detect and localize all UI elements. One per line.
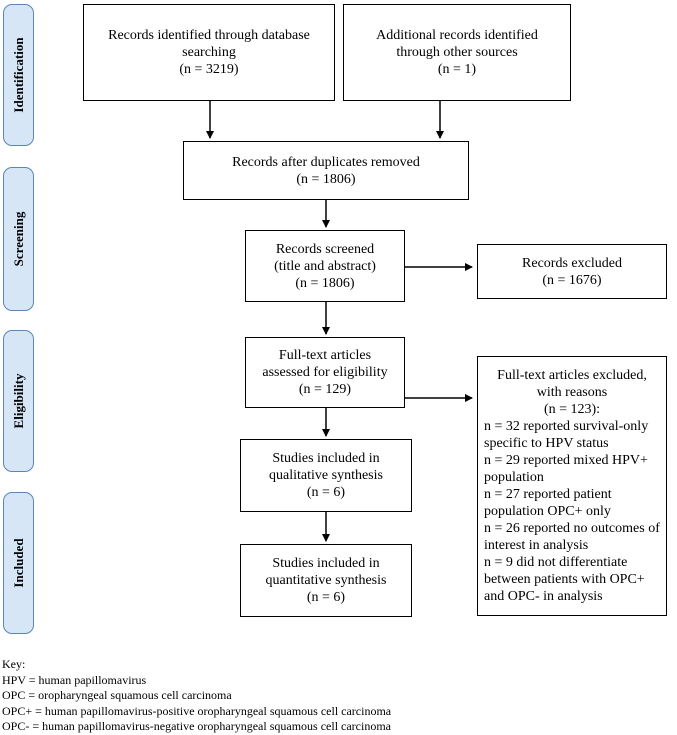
box-line: (title and abstract): [274, 258, 376, 274]
box-line: (n = 6): [306, 485, 346, 500]
reason-line: n = 32 reported survival-only: [484, 419, 649, 434]
reason-line: n = 9 did not differentiate: [484, 555, 628, 570]
box-line: Records identified through database: [108, 28, 310, 43]
key-item: HPV = human papillomavirus: [2, 672, 147, 687]
key-legend: Key: HPV = human papillomavirus OPC = or…: [2, 657, 391, 735]
box-database-records: Records identified through database sear…: [83, 4, 335, 101]
box-quantitative-synthesis: Studies included in quantitative synthes…: [240, 544, 412, 617]
box-line: Records excluded: [522, 255, 622, 271]
reason-line: and OPC- in analysis: [484, 589, 603, 604]
box-line: with reasons: [536, 385, 608, 400]
box-qualitative-synthesis: Studies included in qualitative synthesi…: [240, 439, 412, 512]
reason-line: n = 29 reported mixed HPV+: [484, 453, 648, 468]
box-line: assessed for eligibility: [262, 365, 388, 380]
phase-eligibility: Eligibility: [3, 330, 34, 472]
key-item: OPC = oropharyngeal squamous cell carcin…: [2, 688, 232, 702]
phase-included: Included: [3, 492, 34, 634]
phase-screening: Screening: [3, 167, 34, 311]
box-line: through other sources: [396, 45, 518, 60]
box-line: (n = 3219): [179, 62, 239, 77]
reason-line: n = 27 reported patient: [484, 487, 612, 502]
key-title: Key:: [2, 657, 26, 671]
box-line: Full-text articles: [278, 348, 372, 363]
box-line: (n = 1806): [295, 275, 355, 291]
box-line: Records after duplicates removed: [232, 154, 420, 170]
box-line: (n = 1806): [296, 171, 356, 187]
reason-line: population OPC+ only: [484, 504, 611, 519]
box-line: (n = 129): [298, 382, 352, 397]
box-line: (n = 123):: [543, 402, 601, 417]
key-item: OPC- = human papillomavirus-negative oro…: [2, 719, 391, 733]
box-line: searching: [182, 45, 236, 60]
box-line: Studies included in: [272, 556, 380, 571]
box-line: (n = 6): [306, 590, 346, 605]
phase-identification: Identification: [3, 4, 34, 146]
reason-line: specific to HPV status: [484, 436, 609, 451]
box-records-screened: Records screened (title and abstract) (n…: [245, 230, 405, 302]
reason-line: population: [484, 470, 544, 485]
reason-line: between patients with OPC+: [484, 572, 645, 587]
box-line: Records screened: [275, 241, 375, 257]
reason-line: interest in analysis: [484, 538, 589, 553]
reason-line: n = 26 reported no outcomes of: [484, 521, 660, 536]
box-line: qualitative synthesis: [269, 468, 383, 483]
box-line: Studies included in: [272, 451, 380, 466]
box-after-duplicates: Records after duplicates removed (n = 18…: [183, 141, 469, 200]
box-records-excluded: Records excluded (n = 1676): [477, 244, 667, 299]
box-line: Full-text articles excluded,: [497, 368, 647, 383]
box-line: quantitative synthesis: [265, 573, 387, 588]
box-line: (n = 1): [437, 62, 477, 77]
box-fulltext-assessed: Full-text articles assessed for eligibil…: [245, 337, 405, 408]
box-line: (n = 1676): [542, 272, 602, 288]
key-item: OPC+ = human papillomavirus-positive oro…: [2, 703, 392, 718]
box-other-records: Additional records identified through ot…: [343, 4, 571, 101]
box-fulltext-excluded: Full-text articles excluded, with reason…: [477, 356, 667, 616]
box-line: Additional records identified: [376, 28, 538, 43]
